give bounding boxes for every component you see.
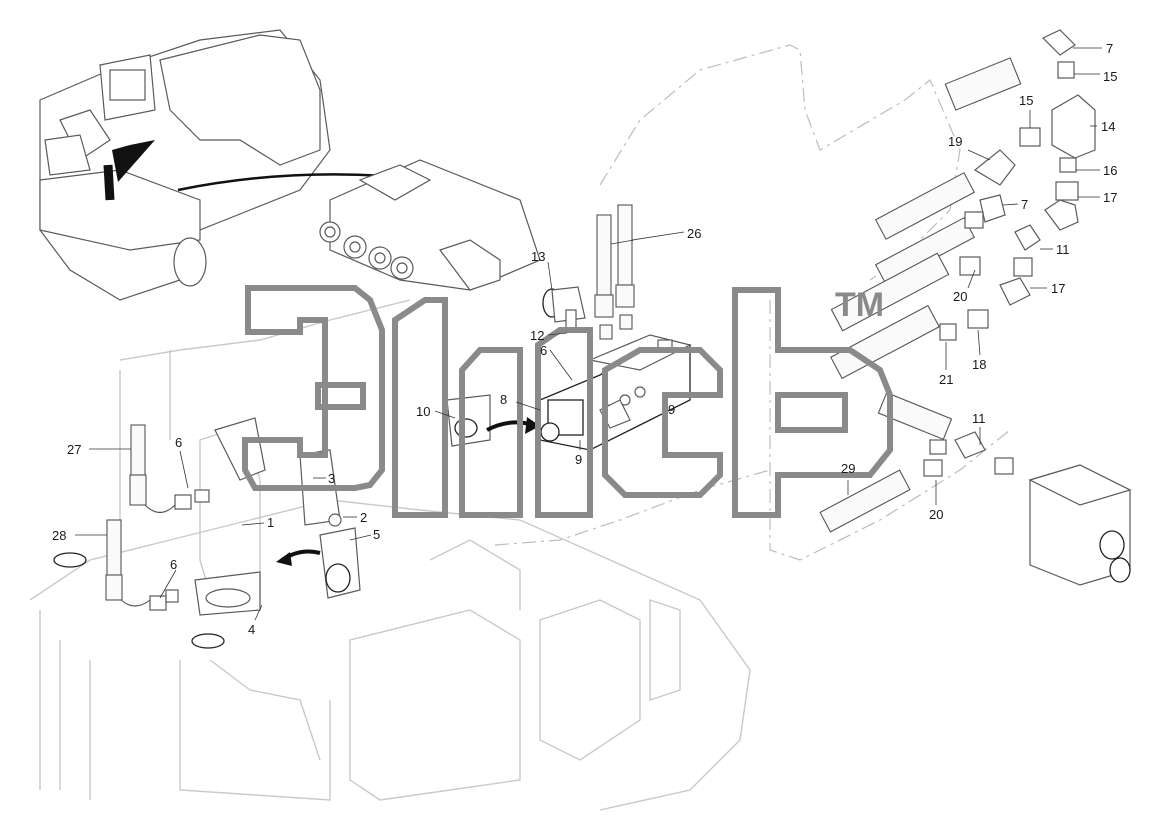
callout-20: 20 [953,289,967,304]
arrow-icon-left [276,552,292,566]
callout-17: 17 [1103,190,1117,205]
callout-8: 8 [500,392,507,407]
callout-7: 7 [1106,41,1113,56]
callout-3: 3 [328,471,335,486]
arrow-icon [525,417,540,434]
callout-12: 12 [530,328,544,343]
callout-28: 28 [52,528,66,543]
callout-11: 11 [972,411,986,426]
inset-pointer-bar [103,164,115,201]
callout-9: 9 [668,402,675,417]
callout-4: 4 [248,622,255,637]
callout-26: 26 [687,226,701,241]
inset-arrow-icon [112,140,155,182]
callout-19: 19 [948,134,962,149]
callout-14: 14 [1101,119,1115,134]
callout-21: 21 [939,372,953,387]
clamp-10 [446,394,540,447]
callout-labels: 7 15 15 14 19 16 17 7 11 26 13 20 17 12 … [52,41,1117,637]
hoses-27-28 [53,424,225,649]
callout-16: 16 [1103,163,1117,178]
callout-20: 20 [929,507,943,522]
callout-9: 9 [575,452,582,467]
callout-13: 13 [531,249,545,264]
callout-27: 27 [67,442,81,457]
fittings-chain-right [819,29,1132,586]
bracket-assembly [194,417,361,616]
valve-block-cluster [319,159,541,291]
machine-inset-view [39,29,431,301]
callout-6: 6 [170,557,177,572]
hoses-26 [594,204,635,340]
callout-6: 6 [175,435,182,450]
callout-7: 7 [1021,197,1028,212]
callout-5: 5 [373,527,380,542]
callout-2: 2 [360,510,367,525]
callout-10: 10 [416,404,430,419]
callout-15: 15 [1103,69,1117,84]
callout-15: 15 [1019,93,1033,108]
callout-17: 17 [1051,281,1065,296]
callout-11: 11 [1056,242,1070,257]
leader-lines [75,47,1102,621]
callout-1: 1 [267,515,274,530]
watermark-tm: TM [835,286,884,324]
solenoid-fitting [542,286,586,329]
watermark-logo: TM [242,285,893,518]
callout-29: 29 [841,461,855,476]
callout-18: 18 [972,357,986,372]
callout-6: 6 [540,343,547,358]
